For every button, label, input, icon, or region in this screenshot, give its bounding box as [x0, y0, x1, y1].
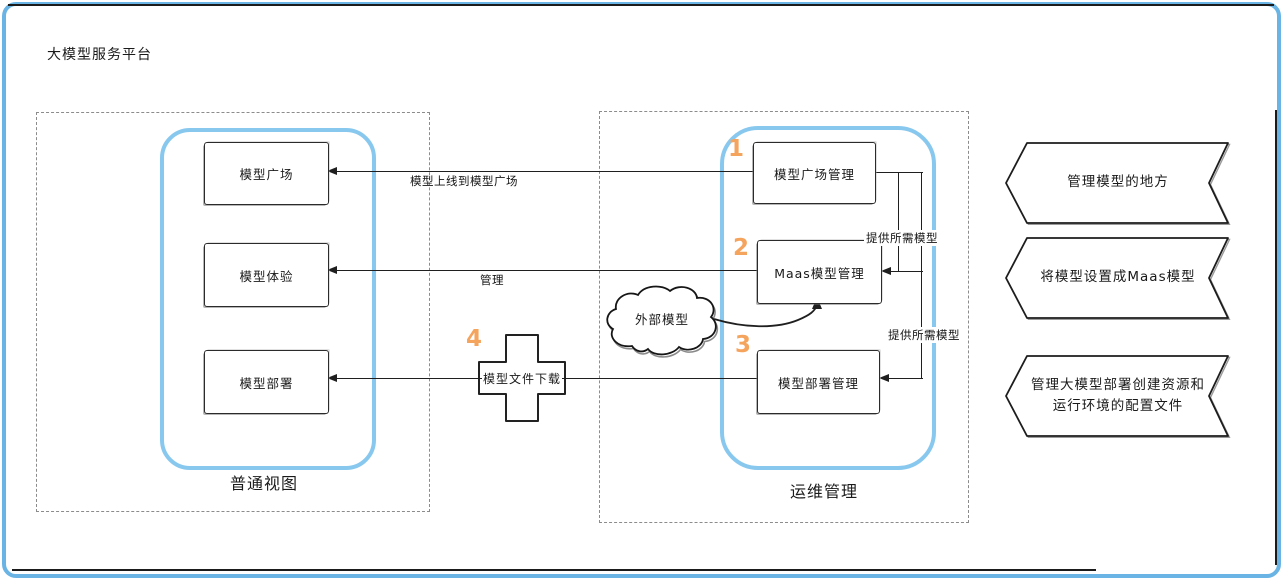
edge-label-provide-1: 提供所需模型	[864, 230, 940, 246]
normal-view-container	[36, 112, 430, 512]
frame-ink-right	[1275, 110, 1277, 565]
step-number-1: 1	[728, 136, 745, 162]
pennant-icon-1	[1005, 142, 1231, 225]
step-number-3: 3	[735, 332, 752, 358]
edge-label-manage: 管理	[480, 273, 504, 287]
node-deploy-management: 模型部署管理	[757, 350, 880, 414]
step-number-2: 2	[733, 235, 750, 261]
frame-ink-bottom	[12, 569, 1096, 571]
cloud-icon	[606, 285, 719, 358]
pennant-icon-2	[1005, 237, 1231, 320]
edge-provide-to-maas-v	[898, 172, 899, 272]
edge-label-provide-2: 提供所需模型	[886, 327, 962, 343]
edge-provide-to-maas-h	[890, 271, 923, 272]
edge-label-online-to-plaza: 模型上线到模型广场	[410, 174, 518, 188]
edge-manage	[337, 270, 757, 271]
ops-view-group	[720, 126, 936, 470]
node-model-experience: 模型体验	[204, 243, 329, 307]
ops-view-container	[599, 111, 969, 523]
step-number-4: 4	[466, 326, 483, 352]
normal-view-label: 普通视图	[229, 474, 298, 493]
edge-provide-to-deploy-v	[921, 172, 922, 379]
callout-manage-models: 管理模型的地方	[1067, 174, 1169, 191]
frame-ink-top	[8, 4, 1274, 6]
pennant-icon-3	[1005, 355, 1231, 438]
arrowhead-manage	[327, 265, 337, 274]
node-model-plaza: 模型广场	[204, 142, 329, 205]
diagram-title: 大模型服务平台	[47, 47, 152, 63]
callout-set-maas: 将模型设置成Maas模型	[1040, 269, 1196, 286]
node-maas-management: Maas模型管理	[757, 240, 882, 304]
arrowhead-provide-to-deploy	[879, 373, 889, 382]
external-model-cloud-label: 外部模型	[634, 311, 689, 327]
arrowhead-provide-to-maas	[881, 266, 891, 275]
edge-provide-to-deploy-h	[888, 378, 923, 379]
edge-online-to-plaza	[337, 171, 753, 172]
callout-deploy-config: 管理大模型部署创建资源和 运行环境的配置文件	[1031, 377, 1205, 414]
ops-view-label: 运维管理	[789, 482, 858, 501]
node-plaza-management: 模型广场管理	[753, 142, 876, 204]
node-model-deploy: 模型部署	[204, 350, 329, 414]
arrowhead-model-download	[327, 373, 337, 382]
normal-view-group	[160, 128, 376, 470]
arrowhead-online-to-plaza	[327, 166, 337, 175]
download-cross-label: 模型文件下载	[481, 369, 562, 387]
